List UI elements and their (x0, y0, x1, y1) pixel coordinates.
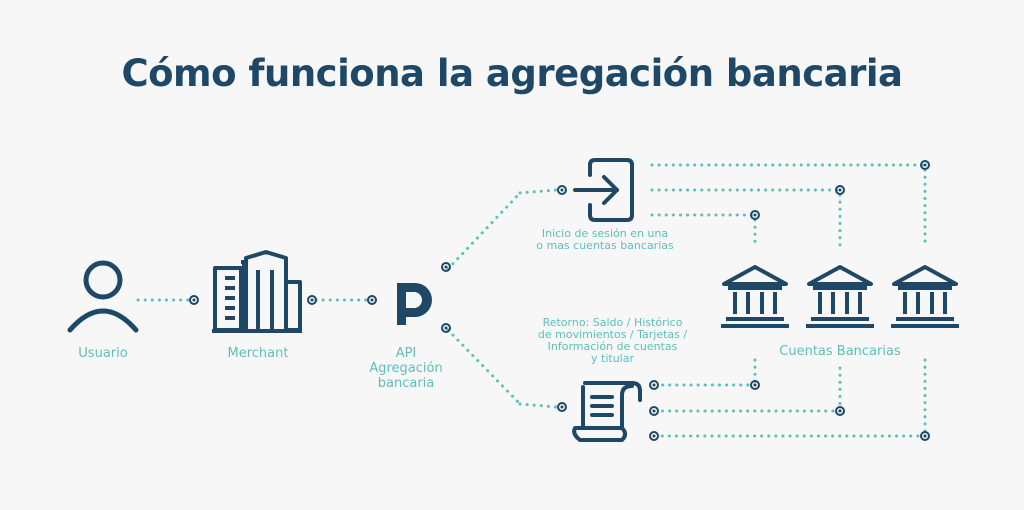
retorno-annotation: Retorno: Saldo / Histórico de movimiento… (520, 317, 705, 365)
api-label-line-1: API (395, 346, 417, 361)
login-annotation-line-2: o mas cuentas bancarias (536, 239, 674, 252)
retorno-annotation-line-2: de movimientos / Tarjetas / (537, 328, 688, 341)
retorno-annotation-line-4: y titular (591, 352, 634, 365)
buildings-icon (212, 250, 302, 333)
connector-lines (136, 163, 927, 438)
api-label-line-2: Agregación (369, 361, 443, 376)
login-annotation-line-1: Inicio de sesión en una (541, 227, 669, 240)
page-title: Cómo funciona la agregación bancaria (121, 52, 903, 95)
login-icon (573, 158, 634, 222)
bank-icon (719, 265, 791, 328)
api-logo-icon (397, 283, 432, 325)
retorno-annotation-line-1: Retorno: Saldo / Histórico (542, 316, 683, 329)
bank-icon (804, 265, 876, 328)
login-annotation: Inicio de sesión en una o mas cuentas ba… (520, 228, 690, 252)
bancos-label: Cuentas Bancarias (779, 344, 901, 359)
merchant-label: Merchant (227, 346, 289, 361)
document-scroll-icon (572, 381, 642, 442)
api-label: API Agregación bancaria (356, 346, 456, 391)
api-label-line-3: bancaria (377, 376, 435, 391)
retorno-annotation-line-3: Información de cuentas (547, 340, 678, 353)
usuario-label: Usuario (78, 346, 128, 361)
user-icon (67, 260, 139, 333)
bank-icon (889, 265, 961, 328)
